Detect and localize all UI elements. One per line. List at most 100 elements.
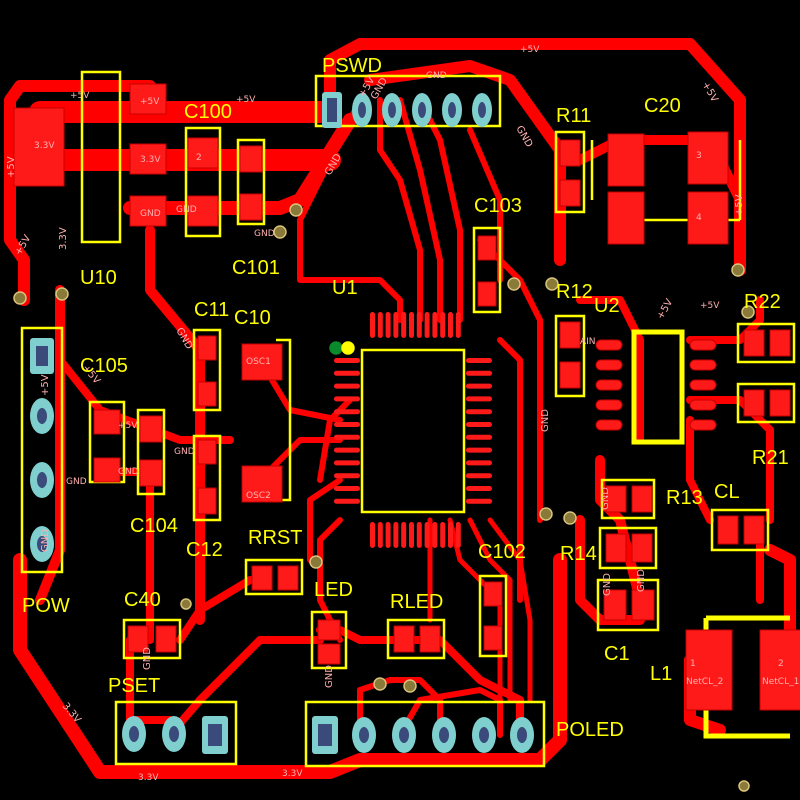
- designator-rrst: RRST: [248, 527, 302, 549]
- trace-mcu-top: [377, 97, 463, 323]
- net-label: +5V: [520, 45, 540, 55]
- rrst-outline: [244, 558, 304, 596]
- net-label: 3.3V: [138, 773, 159, 783]
- u1-pin: [448, 522, 453, 548]
- net-label: OSC1: [246, 357, 271, 367]
- net-label: 2: [196, 153, 202, 163]
- designator-c12: C12: [186, 539, 223, 561]
- via-yellow: [341, 341, 355, 355]
- net-label: +5V: [13, 233, 33, 257]
- net-label: GND: [140, 209, 161, 219]
- u1-pin: [455, 522, 461, 548]
- u1-pin: [466, 358, 492, 363]
- net-label: GND: [324, 665, 335, 688]
- net-label: +5V: [6, 156, 17, 178]
- c104-pad-b: [139, 459, 163, 487]
- u1-pin: [466, 447, 492, 453]
- via: [289, 203, 303, 217]
- u1-pin: [432, 522, 438, 548]
- r11-outline: [554, 130, 586, 214]
- u2-pin-10: [689, 419, 717, 431]
- through-hole-pads: [30, 92, 534, 754]
- net-label: GND: [118, 467, 139, 477]
- smd-pads: [13, 83, 800, 711]
- c20-pad-4: [687, 191, 729, 245]
- net-label: +5V: [40, 374, 51, 396]
- u1-pin: [334, 447, 360, 453]
- designator-r13: R13: [666, 487, 703, 509]
- r22-pad-b: [769, 329, 791, 357]
- u2-outline-bold: [631, 329, 685, 445]
- c11-outline: [192, 328, 222, 412]
- c20-pad-3: [687, 131, 729, 185]
- u1-pin: [424, 522, 430, 548]
- c12-outline: [192, 434, 222, 522]
- u1-pin: [440, 522, 446, 548]
- u1-pin: [466, 473, 492, 479]
- u2-pin-5: [595, 419, 623, 431]
- r22-outline: [736, 322, 796, 364]
- c1-outline: [596, 578, 660, 632]
- c103-pad-a: [477, 235, 497, 261]
- u2-pin-1: [595, 339, 623, 351]
- designators: U10 C100 C101 C105 C104 C11 C10 C12 U1 C…: [22, 55, 789, 741]
- u1-pin: [466, 422, 492, 427]
- cl-outline: [710, 508, 770, 552]
- designator-r14: R14: [560, 543, 597, 565]
- u10-pad-4: [13, 107, 65, 187]
- net-label: NetCL_1: [762, 677, 799, 687]
- rrst-pad-b: [277, 565, 299, 591]
- c101-pad-a: [239, 145, 263, 173]
- c40-pad-b: [155, 625, 177, 653]
- u1-pin: [334, 358, 360, 363]
- via: [373, 677, 387, 691]
- u2-pin-2: [595, 359, 623, 371]
- r13-outline: [600, 478, 656, 520]
- c104-outline: [136, 408, 166, 496]
- net-label: 2: [778, 659, 784, 669]
- pswd-outline: [314, 74, 502, 128]
- c105-pad-a: [93, 409, 121, 435]
- u1-pin: [466, 498, 492, 504]
- net-label: +5V: [734, 194, 745, 216]
- c20-pad-2: [607, 133, 645, 187]
- rled-outline: [386, 618, 446, 660]
- r13-pad-b: [631, 485, 653, 513]
- net-label: GND: [254, 229, 275, 239]
- u2-pin-7: [689, 359, 717, 371]
- u1-pin: [466, 460, 492, 466]
- c101-pad-b: [239, 193, 263, 221]
- c102-pad-a: [483, 581, 503, 607]
- poled-outline: [304, 700, 546, 768]
- c1-pad-a: [603, 589, 627, 621]
- u1-pin: [334, 409, 360, 415]
- net-label: GND: [173, 326, 194, 352]
- u1-pin: [334, 396, 360, 402]
- c11-pad-a: [197, 335, 217, 361]
- u1-pin: [466, 409, 492, 415]
- r14-pad-a: [605, 533, 627, 563]
- via: [13, 291, 27, 305]
- u1-pin: [466, 383, 492, 389]
- designator-c40: C40: [124, 589, 161, 611]
- u1-pin: [334, 473, 360, 479]
- c103-pad-b: [477, 281, 497, 307]
- via: [563, 511, 577, 525]
- r21-outline: [736, 382, 796, 424]
- u1-pin: [466, 396, 492, 402]
- c20-pad-1: [607, 191, 645, 245]
- u2-pin-8: [689, 379, 717, 391]
- net-label: +5V: [140, 97, 160, 107]
- r12-pad-b: [559, 361, 581, 389]
- c104-pad-a: [139, 415, 163, 443]
- designator-c101: C101: [232, 257, 280, 279]
- designator-r11: R11: [556, 105, 591, 127]
- u1-pin: [448, 312, 453, 338]
- r14-outline: [598, 526, 658, 570]
- designator-c10: C10: [234, 307, 271, 329]
- u1-pin: [334, 383, 360, 389]
- r12-pad-a: [559, 321, 581, 349]
- trace-c104-gnd: [96, 468, 154, 644]
